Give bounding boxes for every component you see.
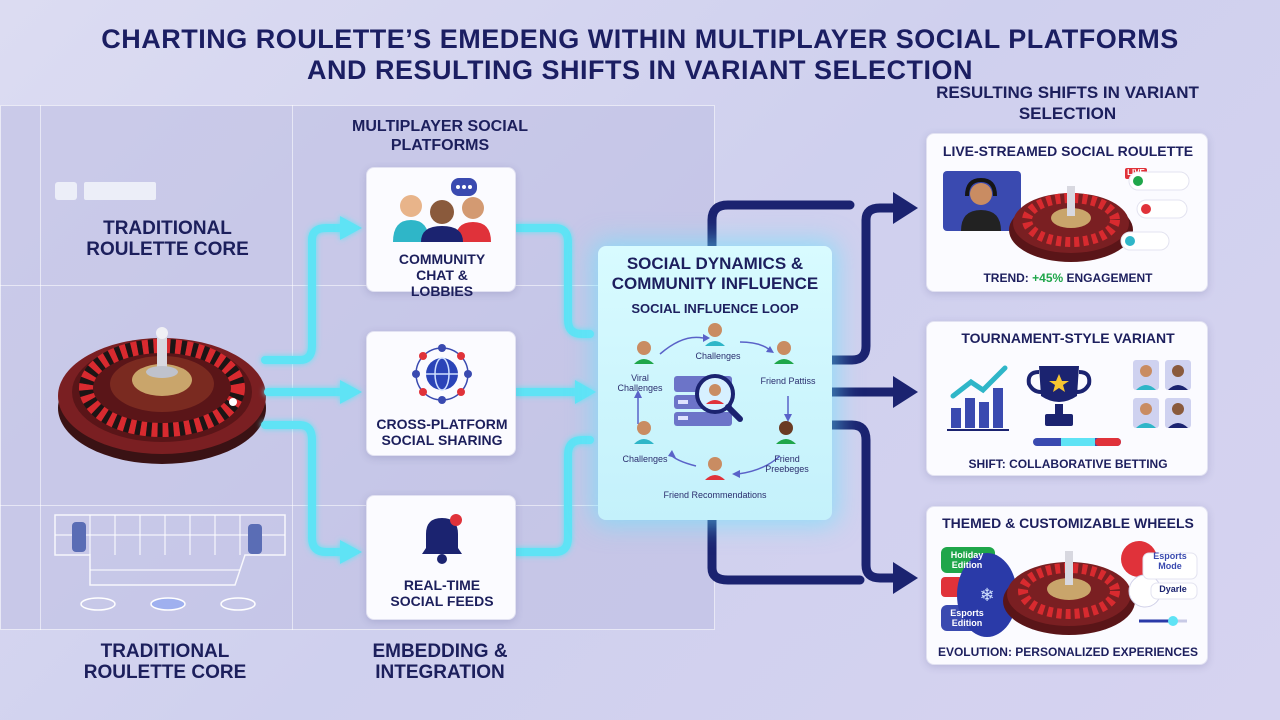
live-badge: LIVE [1127,168,1145,177]
roulette-wheel-graphic [58,327,266,464]
trophy-icon [1026,366,1092,426]
player-avatars [1133,360,1191,428]
cross-platform-label: CROSS-PLATFORM SOCIAL SHARING [376,416,508,448]
embedding-integration-label: EMBEDDING & INTEGRATION [372,641,508,683]
mini-window-icon [55,182,77,200]
loop-node-friend-recommendations: Friend Recommendations [663,490,767,500]
tag-holiday-edition: Holiday Edition [950,550,984,570]
trend-suffix: ENGAGEMENT [1063,271,1153,285]
trend-prefix: TREND: [983,271,1033,285]
community-chat-label: COMMUNITY CHAT & LOBBIES [398,251,486,299]
themed-wheels-evolution: EVOLUTION: PERSONALIZED EXPERIENCES [937,645,1199,659]
live-stream-illustration [943,168,1190,262]
social-feeds-label: REAL-TIME SOCIAL FEEDS [390,577,494,609]
grid-line [0,505,715,506]
variant-card-live-streamed[interactable]: LIVE-STREAMED SOCIAL ROULETTE LIVE TREND… [926,133,1208,292]
loop-node-challenges-top: Challenges [695,351,741,361]
network-globe-icon [412,344,472,404]
live-streamed-title: LIVE-STREAMED SOCIAL ROULETTE [942,143,1194,159]
influence-loop-diagram [634,323,796,480]
tournament-shift: SHIFT: COLLABORATIVE BETTING [968,457,1168,471]
platforms-column-header: MULTIPLAYER SOCIAL PLATFORMS [351,118,528,154]
variant-card-tournament[interactable]: TOURNAMENT-STYLE VARIANT [926,321,1208,476]
grid-line [0,285,715,286]
tag-dyarle: Dyarle [1159,584,1187,594]
page-title-line-1: CHARTING ROULETTE’S EMEDENG WITHIN MULTI… [101,24,1179,54]
tag-esports-edition: Esports Edition [950,608,984,628]
people-chat-icon [393,178,491,242]
loop-node-friend-preebeges: Friend Preebeges [765,454,809,474]
page-title-line-2: AND RESULTING SHIFTS IN VARIANT SELECTIO… [306,55,973,85]
tournament-illustration [947,360,1191,446]
themed-wheels-title: THEMED & CUSTOMIZABLE WHEELS [942,515,1194,531]
themed-wheels-illustration: ❄ [941,541,1198,637]
live-streamed-trend: TREND: +45% ENGAGEMENT [927,271,1209,285]
variant-shifts-header: RESULTING SHIFTS IN VARIANT SELECTION [936,83,1199,123]
avatar-icon [634,323,796,480]
traditional-core-label-top: TRADITIONAL ROULETTE CORE [86,218,249,260]
tournament-title: TOURNAMENT-STYLE VARIANT [961,330,1175,346]
svg-text:❄: ❄ [979,585,994,606]
betting-table-outline [54,514,286,611]
platform-card-community-chat[interactable]: COMMUNITY CHAT & LOBBIES [366,167,516,299]
grid-line [40,105,41,630]
trend-value: +45% [1032,271,1064,285]
bell-notification-icon [422,514,462,564]
platform-card-social-feeds[interactable]: REAL-TIME SOCIAL FEEDS [366,495,516,620]
influence-loop-subtitle: SOCIAL INFLUENCE LOOP [631,301,799,316]
tag-esports-mode: Esports Mode [1153,551,1187,571]
platform-card-cross-platform[interactable]: CROSS-PLATFORM SOCIAL SHARING [366,331,516,456]
social-dynamics-card[interactable]: SOCIAL DYNAMICS & COMMUNITY INFLUENCE SO… [598,246,832,520]
grid-line [292,105,293,630]
loop-node-friend-pattiss: Friend Pattiss [760,376,816,386]
social-dynamics-title: SOCIAL DYNAMICS & COMMUNITY INFLUENCE [611,254,819,293]
bar-chart-icon [947,365,1009,431]
mini-toolbar-bar [84,182,156,200]
variant-card-themed-wheels[interactable]: THEMED & CUSTOMIZABLE WHEELS ❄ Holiday E… [926,506,1208,665]
loop-node-challenges-left: Challenges [622,454,668,464]
loop-node-viral-challenges: Viral Challenges [617,373,663,393]
traditional-core-label-bottom: TRADITIONAL ROULETTE CORE [83,641,247,683]
